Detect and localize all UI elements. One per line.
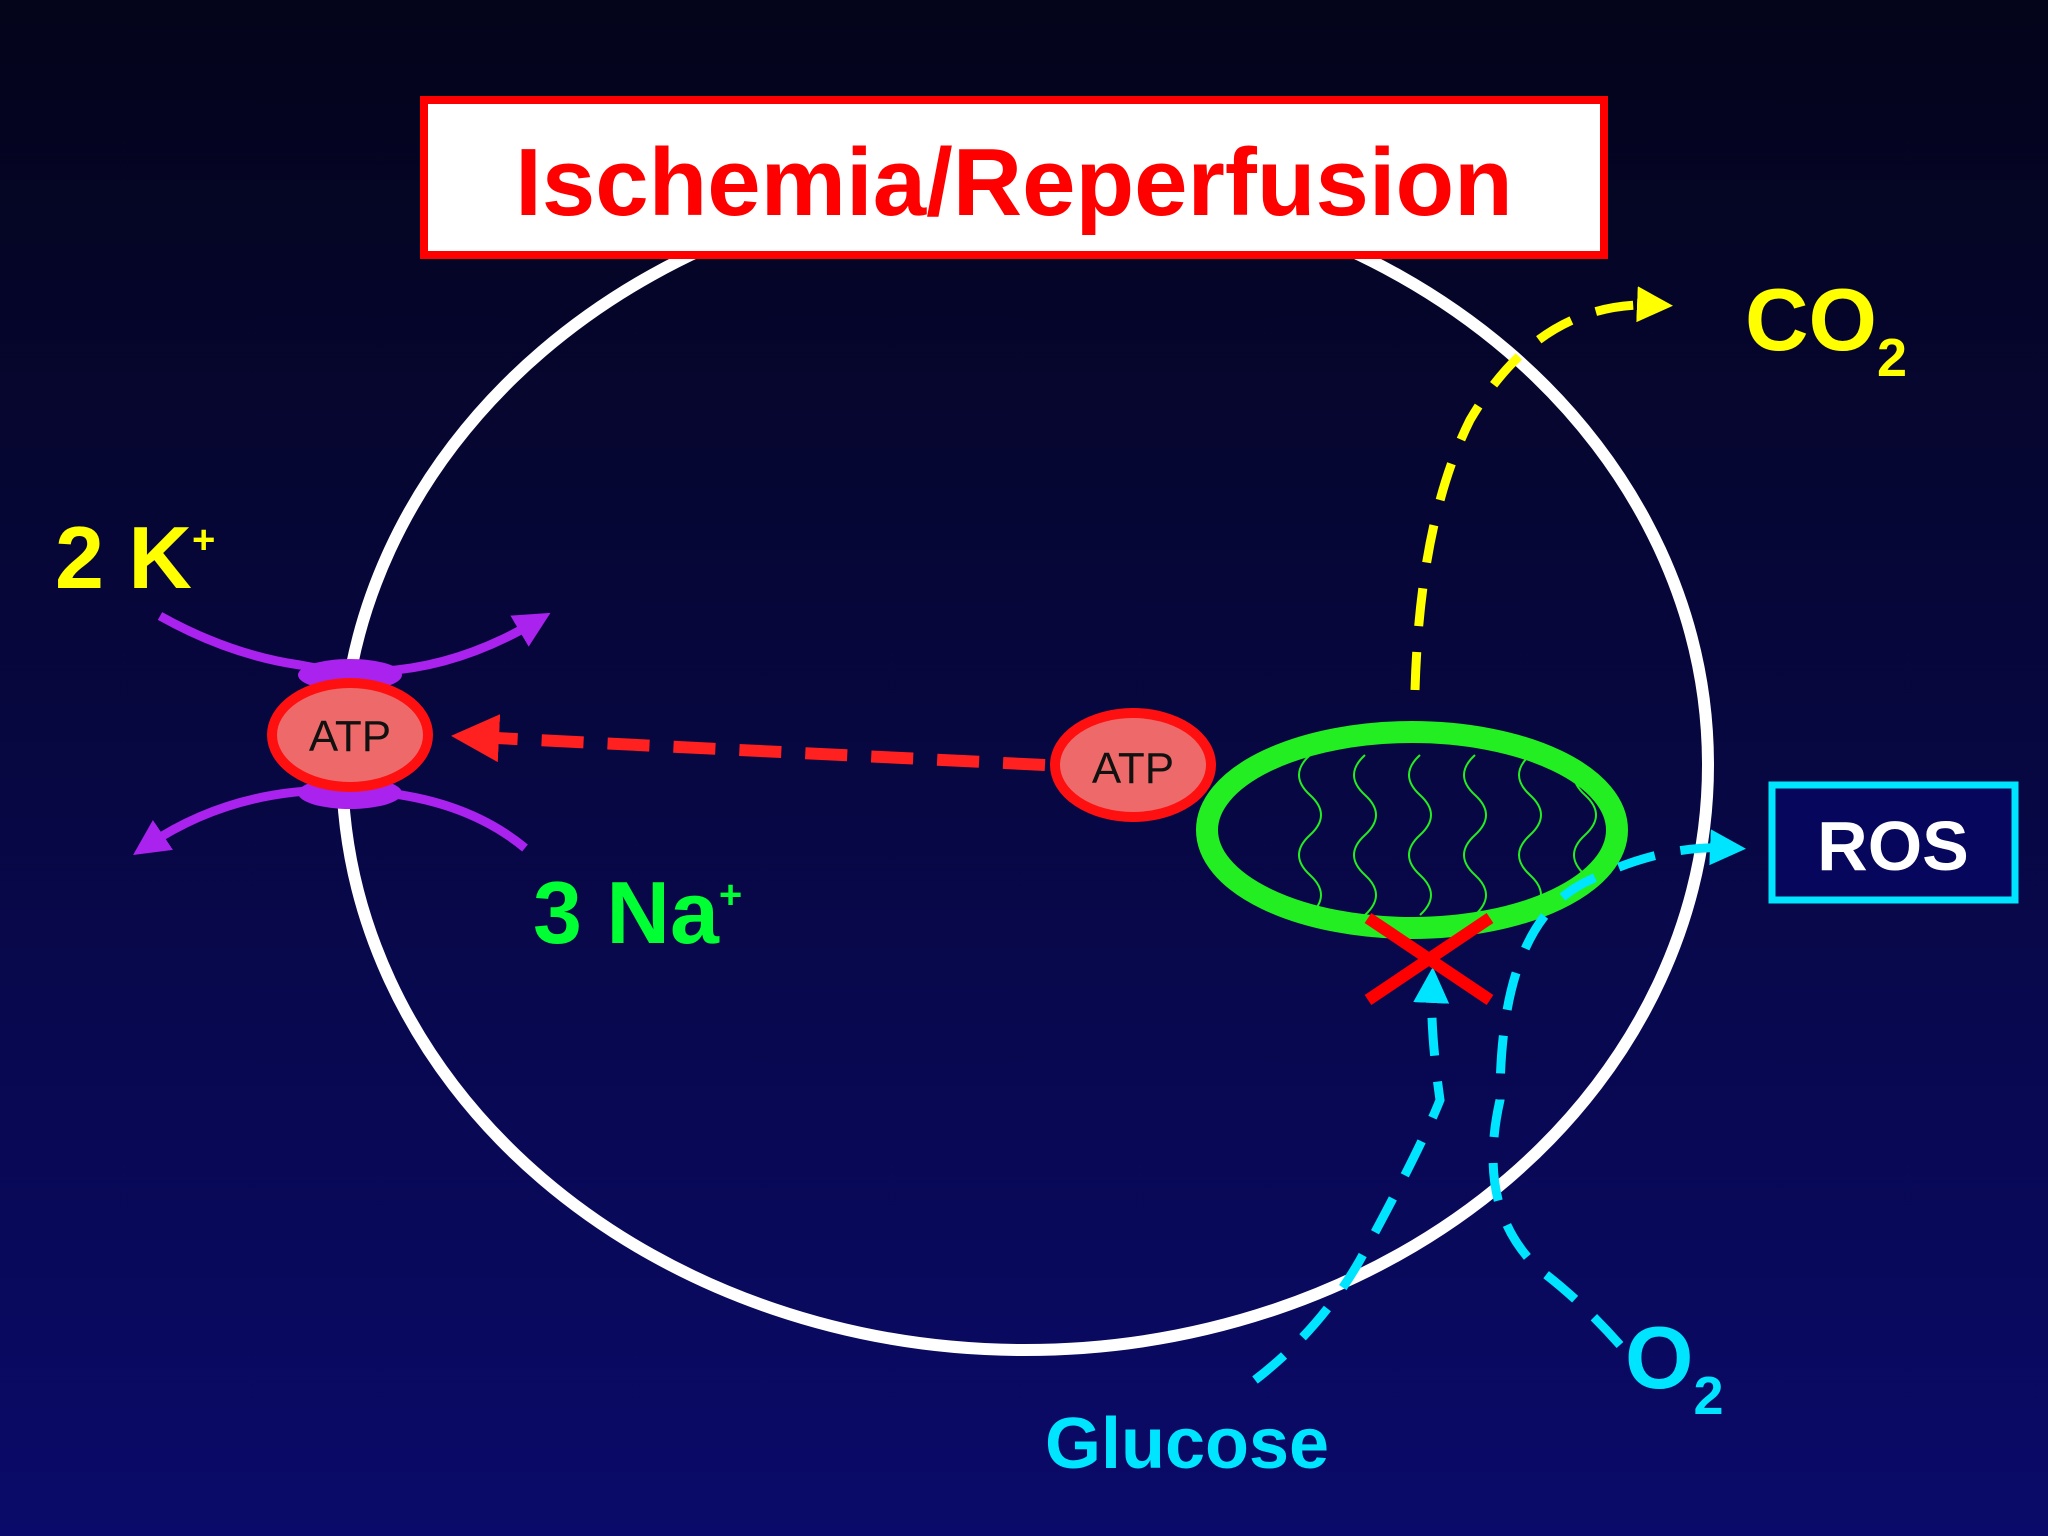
potassium-ion-text: 2 K: [55, 508, 192, 607]
sodium-label: 3 Na+: [533, 863, 742, 962]
crista: [1353, 754, 1377, 916]
co2-label: CO2: [1745, 270, 1907, 388]
potassium-charge: +: [192, 518, 215, 562]
crista: [1408, 754, 1432, 916]
sodium-charge: +: [719, 873, 742, 917]
title-box: [420, 96, 1608, 259]
atp-transport-arrow: [451, 714, 1046, 771]
atp-pump-ellipse: [267, 678, 433, 792]
atp-mitochondrion-label: ATP: [1092, 744, 1174, 793]
co2-path-arrow: [1410, 286, 1673, 691]
co2-subscript: 2: [1877, 328, 1907, 388]
mitochondrion: [1196, 721, 1628, 939]
mitochondrion-outer-membrane: [1196, 721, 1628, 939]
glucose-path: [1252, 967, 1450, 1384]
page-title: Ischemia/Reperfusion: [515, 129, 1513, 236]
oxygen-to-ros-path: [1488, 829, 1746, 1348]
sodium-potassium-pump: ATP: [133, 612, 551, 856]
o2-label: O2: [1625, 1308, 1724, 1426]
ros-box: [1768, 781, 2019, 904]
atp-mitochondrion-ellipse: [1050, 708, 1216, 822]
o2-main-text: O: [1625, 1308, 1693, 1407]
glucose-label: Glucose: [1045, 1404, 1329, 1484]
crista: [1463, 754, 1487, 916]
ros-label: ROS: [1817, 807, 1969, 885]
co2-main-text: CO: [1745, 270, 1877, 369]
potassium-label: 2 K+: [55, 508, 215, 607]
sodium-ion-text: 3 Na: [533, 863, 720, 962]
blocked-x-icon: [1364, 913, 1494, 1005]
o2-subscript: 2: [1693, 1366, 1723, 1426]
atp-pump-label: ATP: [309, 712, 391, 761]
crista: [1298, 754, 1322, 916]
crista: [1518, 754, 1542, 916]
